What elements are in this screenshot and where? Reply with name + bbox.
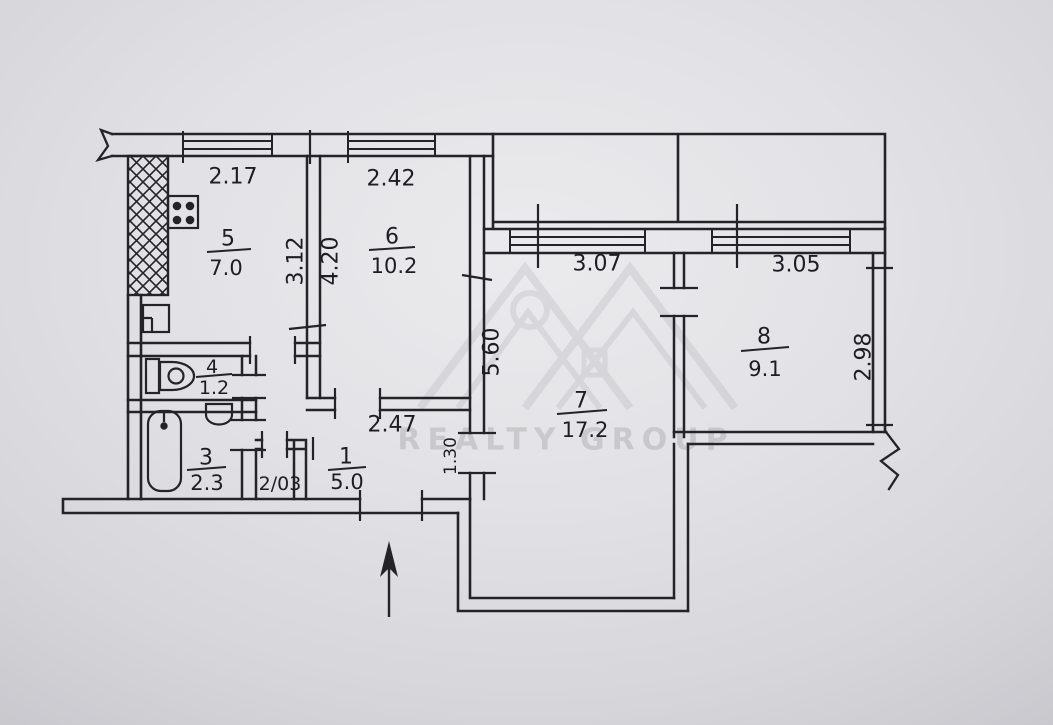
kitchen-door-ticks	[248, 336, 297, 364]
room4-underline	[195, 373, 233, 378]
dim-room8-depth: 2.98	[852, 333, 877, 382]
dim-room6-width: 2.42	[367, 167, 416, 192]
dim-room7-depth: 5.60	[480, 328, 505, 377]
room6-number: 6	[385, 225, 399, 250]
wall	[468, 154, 486, 501]
stove-burner	[172, 215, 182, 225]
room7-number: 7	[574, 389, 588, 414]
toilet-icon	[144, 357, 196, 395]
room7-window	[509, 229, 646, 253]
stove-burner	[185, 215, 195, 225]
wall	[672, 442, 690, 613]
dim-room7-width: 3.07	[573, 252, 622, 277]
room3-underline	[186, 466, 227, 471]
room4-area: 1.2	[199, 377, 229, 399]
room8-area: 9.1	[748, 357, 781, 381]
room8-underline	[740, 346, 790, 352]
dim-room6-depth: 4.20	[319, 237, 344, 286]
wall	[305, 154, 322, 400]
entrance-arrow-head	[380, 541, 398, 577]
room6-window	[347, 131, 436, 163]
door-openings	[230, 286, 698, 521]
room6-underline	[368, 246, 416, 251]
balcony-outline	[491, 132, 887, 230]
dim-hallway-width: 2.47	[368, 413, 417, 438]
watermark-roof-left-inner-icon	[455, 306, 603, 410]
watermark-sun-icon	[510, 290, 550, 330]
bath-door-ticks	[230, 418, 266, 452]
entrance-arrow	[380, 541, 398, 617]
bathtub-drain	[160, 422, 168, 430]
wall	[672, 430, 888, 446]
room8-window	[711, 229, 851, 253]
dim-tick	[288, 266, 893, 427]
room6-door-ticks	[333, 388, 382, 419]
watermark-roof-right-inner-icon	[555, 307, 708, 410]
wall	[126, 341, 322, 358]
crosshatch-wall	[126, 154, 170, 297]
vent-detail	[143, 316, 154, 332]
wall	[672, 251, 686, 439]
watermark-roof-right-icon	[521, 261, 739, 411]
dim-kitchen-depth: 3.12	[284, 237, 309, 286]
dim-tick	[308, 130, 739, 268]
room3-number: 3	[199, 446, 213, 471]
wall	[126, 398, 258, 414]
windows	[182, 131, 851, 253]
room6-area: 10.2	[371, 254, 418, 278]
dim-kitchen-width: 2.17	[209, 165, 258, 190]
room1-area: 5.0	[330, 470, 363, 494]
room7-underline	[556, 409, 608, 415]
dimension-ticks	[288, 130, 893, 427]
stove-icon	[166, 194, 200, 230]
watermark-roof-left-icon	[416, 261, 634, 411]
entrance-door-ticks	[358, 490, 424, 521]
room-labels: 5 7.0 6 10.2 4 1.2 3 2.3 2/03 1 5.0 7 17…	[190, 225, 781, 496]
watermark-label: REALTY GROUP	[397, 423, 734, 458]
sink-icon	[204, 402, 234, 426]
kitchen-window	[182, 131, 273, 163]
room8-number: 8	[757, 325, 771, 350]
dim-room8-width: 3.05	[772, 253, 821, 278]
watermark: REALTY GROUP	[397, 261, 739, 458]
break-mark-top-left	[95, 128, 114, 163]
wall	[456, 497, 690, 613]
toilet-bowl	[158, 360, 196, 392]
room7-area: 17.2	[562, 418, 609, 442]
stove-burner	[185, 201, 195, 211]
room5-area: 7.0	[209, 256, 242, 280]
dimension-labels: 2.17 2.42 3.07 3.05 2.47 3.12 4.20 5.60 …	[209, 165, 877, 475]
stove-burner	[172, 201, 182, 211]
bathtub-icon	[146, 409, 183, 493]
toilet-bowl-center	[167, 367, 185, 385]
room5-underline	[206, 248, 252, 253]
vent-box-icon	[141, 303, 171, 334]
wall	[61, 497, 472, 515]
wall	[110, 132, 495, 158]
wall	[240, 354, 258, 501]
wc-door-ticks	[232, 373, 266, 400]
fixtures	[141, 194, 234, 493]
wall	[305, 396, 472, 412]
room5-number: 5	[221, 227, 235, 252]
wall	[871, 226, 887, 434]
dim-room7-door-width: 1.30	[441, 437, 461, 475]
wall	[126, 293, 143, 501]
closet-door-ticks	[260, 431, 315, 460]
watermark-window-icon	[581, 347, 608, 378]
room7-door-ticks	[458, 431, 496, 475]
stove-body	[166, 194, 200, 230]
room8-door-ticks	[660, 286, 698, 318]
label-underlines	[186, 246, 790, 471]
room2-label: 2/03	[259, 473, 302, 495]
room4-number: 4	[206, 356, 218, 378]
room1-number: 1	[339, 445, 353, 470]
exterior-walls	[61, 128, 901, 613]
room1-underline	[327, 466, 367, 471]
room3-area: 2.3	[190, 471, 223, 495]
break-mark-bottom-right	[879, 430, 901, 491]
